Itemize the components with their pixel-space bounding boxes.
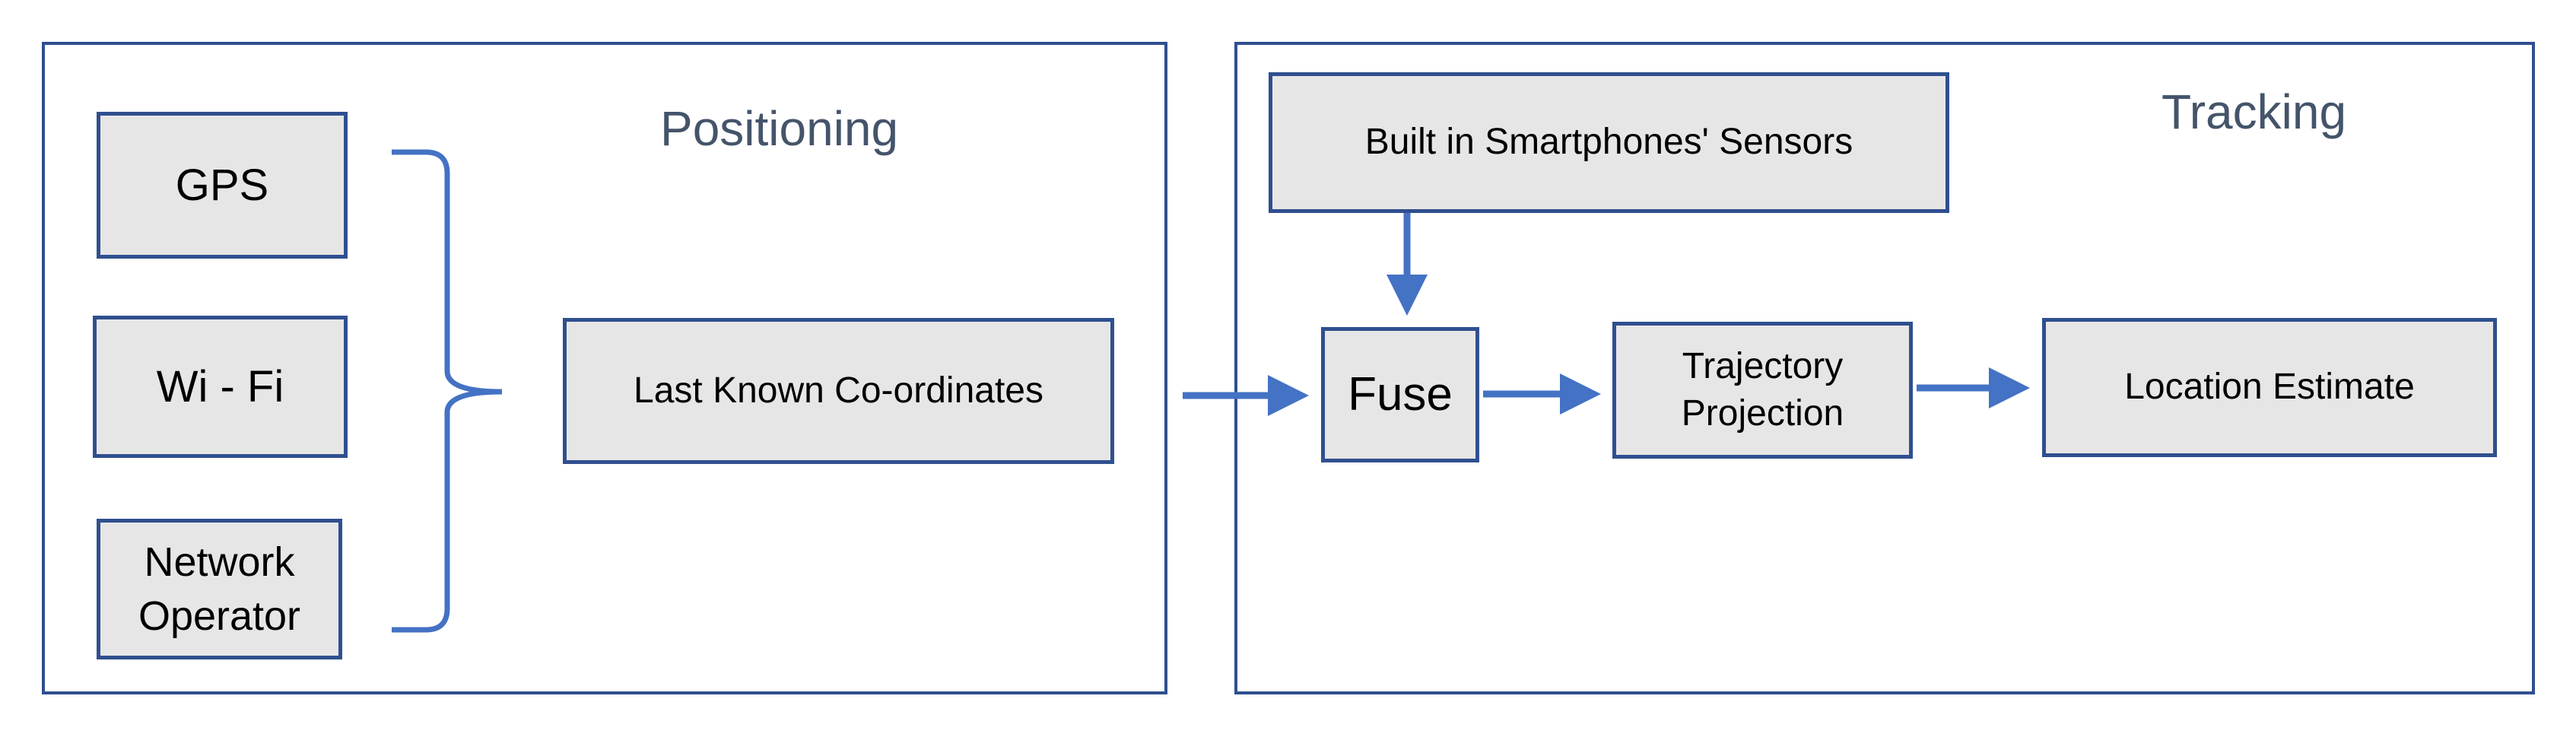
tracking-title: Tracking bbox=[2161, 84, 2347, 139]
last-known-coordinates-label: Last Known Co-ordinates bbox=[634, 370, 1043, 411]
trajectory-projection-node: Trajectory Projection bbox=[1612, 322, 1913, 459]
grouping-brace bbox=[392, 149, 503, 633]
smartphone-sensors-node: Built in Smartphones' Sensors bbox=[1269, 72, 1949, 213]
trajectory-projection-label-line-2: Projection bbox=[1681, 393, 1844, 434]
wifi-node: Wi - Fi bbox=[93, 316, 348, 458]
fuse-node: Fuse bbox=[1321, 327, 1479, 462]
network-operator-node: Network Operator bbox=[97, 519, 342, 659]
last-known-coordinates-node: Last Known Co-ordinates bbox=[563, 318, 1114, 464]
gps-label: GPS bbox=[175, 160, 269, 210]
trajectory-projection-label-line-1: Trajectory bbox=[1682, 345, 1844, 386]
gps-node: GPS bbox=[97, 112, 348, 259]
fuse-label: Fuse bbox=[1348, 367, 1453, 421]
location-estimate-node: Location Estimate bbox=[2042, 318, 2497, 457]
positioning-title: Positioning bbox=[660, 101, 899, 156]
location-estimate-label: Location Estimate bbox=[2124, 367, 2415, 408]
smartphone-sensors-label: Built in Smartphones' Sensors bbox=[1364, 122, 1853, 163]
network-operator-label-line-2: Operator bbox=[138, 593, 301, 639]
wifi-label: Wi - Fi bbox=[156, 361, 284, 411]
network-operator-label-line-1: Network bbox=[144, 539, 295, 586]
